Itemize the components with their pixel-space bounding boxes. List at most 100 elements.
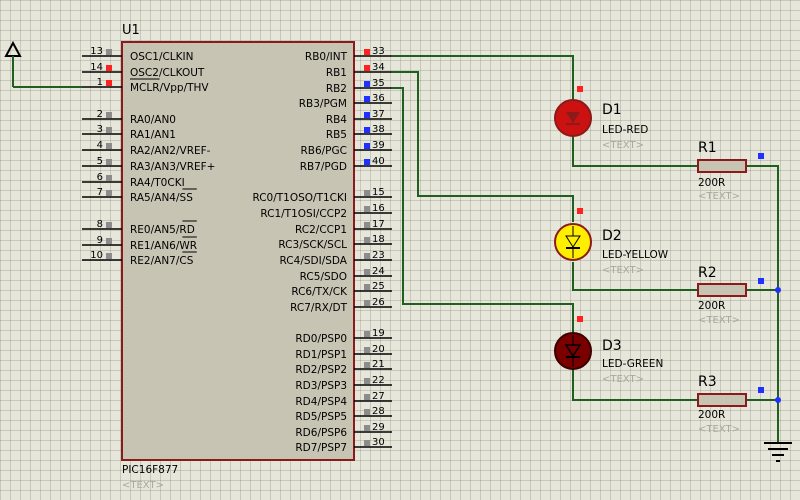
pin-35[interactable]: 35 RB2 xyxy=(326,78,392,95)
wire-r1-return xyxy=(746,165,779,442)
pin-number: 6 xyxy=(97,172,103,183)
pin-number: 8 xyxy=(97,219,103,230)
wire-rb1-to-d2 xyxy=(392,71,574,222)
pin-state-indicator xyxy=(106,127,112,133)
led-d1[interactable]: D1 LED-RED <TEXT> xyxy=(554,86,648,151)
pin-number: 10 xyxy=(90,250,103,261)
resistor-r3[interactable]: R3 200R <TEXT> xyxy=(697,374,764,435)
wires xyxy=(392,55,779,442)
resistor-value: 200R xyxy=(698,300,725,312)
resistor-r2[interactable]: R2 200R <TEXT> xyxy=(697,265,764,326)
pin-label: RB3/PGM xyxy=(299,98,347,110)
resistor-reference: R3 xyxy=(698,374,717,390)
resistor-value: 200R xyxy=(698,409,725,421)
pin-state-indicator xyxy=(364,112,370,118)
pin-state-indicator xyxy=(364,159,370,165)
pin-state-indicator xyxy=(364,300,370,306)
pin-state-indicator xyxy=(106,143,112,149)
pin-state-indicator xyxy=(364,206,370,212)
pin-label: RC3/SCK/SCL xyxy=(278,239,347,251)
pin-label: RA1/AN1 xyxy=(130,129,176,141)
pin-number: 20 xyxy=(372,344,385,355)
pin-state-indicator xyxy=(106,112,112,118)
junction-dot xyxy=(775,287,781,293)
pin-state-indicator xyxy=(364,425,370,431)
pin-number: 22 xyxy=(372,375,385,386)
pin-number: 37 xyxy=(372,109,385,120)
led-text-placeholder: <TEXT> xyxy=(602,265,644,276)
pin-state-indicator xyxy=(106,65,112,71)
pin-label: RD3/PSP3 xyxy=(295,380,347,392)
pin-state-indicator xyxy=(106,190,112,196)
pin-label: RB7/PGD xyxy=(300,161,347,173)
led-d2[interactable]: D2 LED-YELLOW <TEXT> xyxy=(554,208,669,276)
pin-number: 17 xyxy=(372,219,385,230)
pin-number: 23 xyxy=(372,250,385,261)
pin-label: MCLR/Vpp/THV xyxy=(130,82,209,94)
pin-state-indicator xyxy=(577,86,583,92)
pin-number: 35 xyxy=(372,78,385,89)
resistor-text-placeholder: <TEXT> xyxy=(698,424,740,435)
pin-label: RB2 xyxy=(326,83,347,95)
pin-number: 27 xyxy=(372,391,385,402)
ground-icon[interactable] xyxy=(764,442,792,462)
pin-label: OSC1/CLKIN xyxy=(130,51,194,63)
chip-body[interactable] xyxy=(121,41,355,461)
pin-state-indicator xyxy=(758,153,764,159)
pin-state-indicator xyxy=(364,96,370,102)
pin-label: RA3/AN3/VREF+ xyxy=(130,161,215,173)
pin-label: RA2/AN2/VREF- xyxy=(130,145,211,157)
pin-label: RB6/PGC xyxy=(300,145,347,157)
chip-reference: U1 xyxy=(122,23,140,38)
pin-number: 29 xyxy=(372,422,385,433)
pin-state-indicator xyxy=(364,253,370,259)
pin-state-indicator xyxy=(364,127,370,133)
resistor-r1[interactable]: R1 200R <TEXT> xyxy=(697,140,764,202)
led-d3[interactable]: D3 LED-GREEN <TEXT> xyxy=(554,316,663,385)
pin-label: RB0/INT xyxy=(305,51,348,63)
power-terminal-icon[interactable] xyxy=(4,40,82,88)
pin-22[interactable]: 22 RD3/PSP3 xyxy=(295,375,392,392)
pin-state-indicator xyxy=(364,378,370,384)
pin-state-indicator xyxy=(106,49,112,55)
junction-dot xyxy=(775,397,781,403)
led-diode-icon xyxy=(554,223,592,261)
